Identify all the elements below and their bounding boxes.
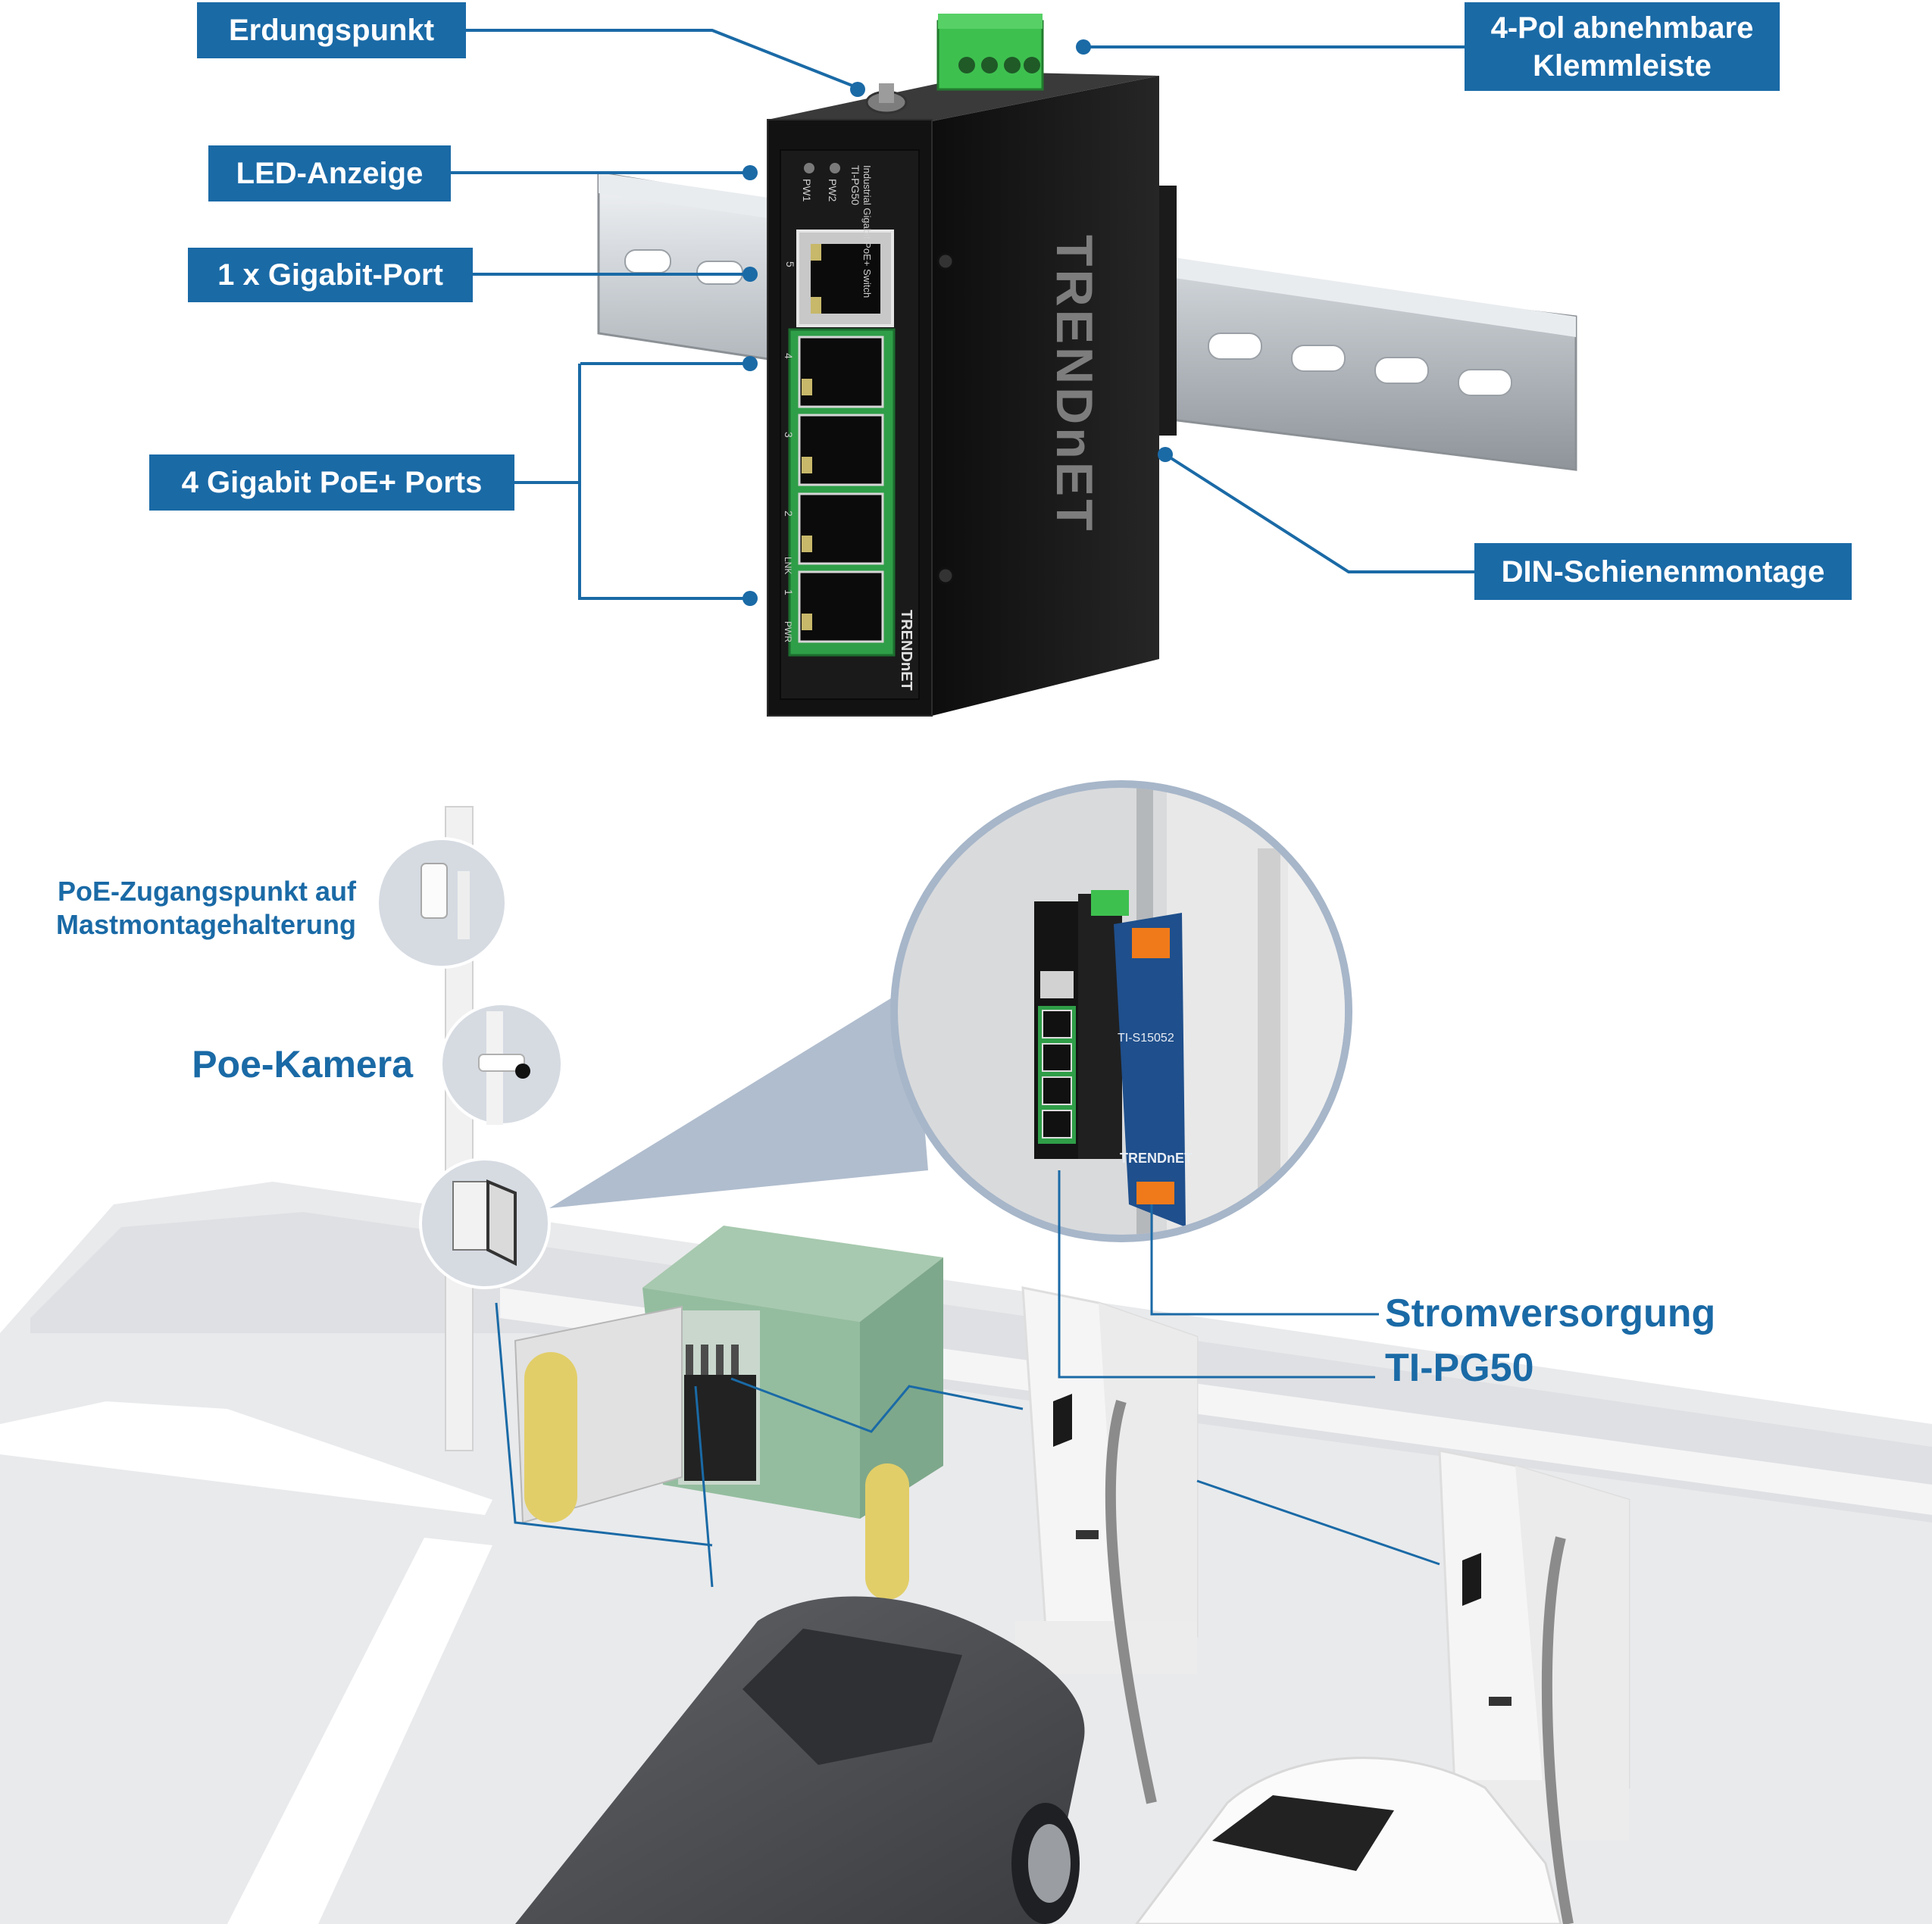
ps-brand-text: TRENDnET bbox=[1120, 1151, 1193, 1166]
front-port-3: 3 bbox=[783, 432, 795, 438]
front-model: TI-PG50 bbox=[849, 165, 861, 205]
front-led-pw2: PW2 bbox=[827, 179, 839, 202]
callout-grounding: Erdungspunkt bbox=[197, 2, 466, 58]
front-lnk-label: LNK bbox=[783, 557, 793, 574]
access-point-badge bbox=[376, 837, 508, 969]
top-leader-dots bbox=[742, 39, 1173, 606]
callout-terminal-line1: 4-Pol abnehmbare bbox=[1490, 11, 1754, 45]
callout-terminal-line2: Klemmleiste bbox=[1533, 48, 1712, 83]
label-camera: Poe-Kamera bbox=[192, 1043, 413, 1085]
front-led-pw1: PW1 bbox=[801, 179, 813, 202]
dark-car bbox=[515, 1596, 1085, 1924]
front-pwr-label: PWR bbox=[783, 621, 793, 642]
camera-badge bbox=[439, 1002, 564, 1126]
callout-led-text: LED-Anzeige bbox=[236, 157, 424, 190]
label-access-point-line1: PoE-Zugangspunkt auf bbox=[58, 876, 356, 907]
front-port-2: 2 bbox=[783, 511, 795, 517]
front-port-1: 1 bbox=[783, 589, 795, 595]
network-lines bbox=[495, 1170, 1440, 1588]
ev-charger-1 bbox=[1015, 1286, 1199, 1804]
callout-din-text: DIN-Schienenmontage bbox=[1501, 554, 1825, 589]
front-port-4: 4 bbox=[783, 353, 795, 359]
zoom-cone bbox=[549, 985, 928, 1208]
poe-ports bbox=[788, 328, 896, 657]
ps-model-text: TI-S15052 bbox=[1118, 1032, 1174, 1045]
bollards bbox=[524, 1352, 909, 1600]
label-power-supply: Stromversorgung bbox=[1385, 1292, 1716, 1335]
callout-poe-text: 4 Gigabit PoE+ Ports bbox=[181, 466, 483, 499]
top-leader-lines bbox=[451, 29, 1476, 600]
enclosure-badge bbox=[419, 1157, 551, 1289]
callout-din-rail: DIN-Schienenmontage bbox=[1474, 543, 1852, 600]
callout-grounding-text: Erdungspunkt bbox=[228, 14, 435, 47]
label-switch: TI-PG50 bbox=[1385, 1346, 1534, 1390]
label-access-point: PoE-Zugangspunkt auf Mastmontagehalterun… bbox=[15, 875, 356, 942]
white-car bbox=[1135, 1757, 1562, 1924]
callout-gigabit-text: 1 x Gigabit-Port bbox=[217, 258, 443, 292]
side-brand-logo: TRENDnET bbox=[1046, 235, 1103, 534]
front-port-5: 5 bbox=[784, 261, 796, 267]
callout-poe-ports: 4 Gigabit PoE+ Ports bbox=[149, 454, 514, 511]
callout-terminal-block: 4-Pol abnehmbare Klemmleiste bbox=[1465, 2, 1780, 91]
label-access-point-line2: Mastmontagehalterung bbox=[55, 908, 356, 940]
front-product-line: Industrial Gigabit PoE+ Switch bbox=[861, 165, 873, 298]
callout-gigabit-port: 1 x Gigabit-Port bbox=[188, 248, 473, 302]
front-brand-logo: TRENDnET bbox=[898, 610, 914, 691]
callout-led: LED-Anzeige bbox=[208, 145, 451, 201]
gigabit-port bbox=[796, 230, 894, 327]
switch-device: TRENDnET PW1 PW2 Industrial Gigabit PoE+… bbox=[767, 14, 1159, 717]
inset-circle: TI-S15052 TRENDnET bbox=[890, 780, 1352, 1242]
